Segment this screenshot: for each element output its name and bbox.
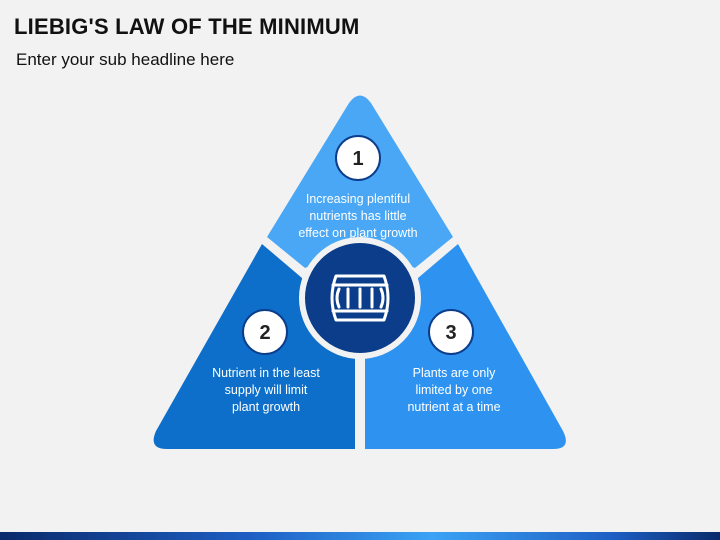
step-1-number: 1 [352, 148, 363, 170]
segment-1-line: Increasing plentiful [306, 192, 410, 206]
segment-3-line: Plants are only [413, 366, 496, 380]
segment-2-line: supply will limit [225, 383, 308, 397]
segment-1-shape [267, 95, 453, 268]
step-2-badge: 2 [242, 309, 288, 355]
segment-2-line: Nutrient in the least [212, 366, 320, 380]
segment-1-line: nutrients has little [309, 209, 406, 223]
segment-2-line: plant growth [232, 400, 300, 414]
segment-3-line: nutrient at a time [407, 400, 500, 414]
page-subtitle: Enter your sub headline here [16, 50, 235, 69]
segment-3-text: Plants are only limited by one nutrient … [407, 366, 500, 414]
bottom-accent-bar [0, 532, 720, 540]
step-2-number: 2 [259, 322, 270, 344]
barrel-icon [330, 274, 390, 322]
step-1-badge: 1 [335, 135, 381, 181]
segment-1-text: Increasing plentiful nutrients has littl… [298, 192, 417, 240]
page-title: LIEBIG'S LAW OF THE MINIMUM [14, 14, 360, 39]
step-3-number: 3 [445, 322, 456, 344]
step-3-badge: 3 [428, 309, 474, 355]
segment-1-line: effect on plant growth [298, 226, 417, 240]
segment-3-line: limited by one [415, 383, 492, 397]
segment-2-text: Nutrient in the least supply will limit … [212, 366, 320, 414]
